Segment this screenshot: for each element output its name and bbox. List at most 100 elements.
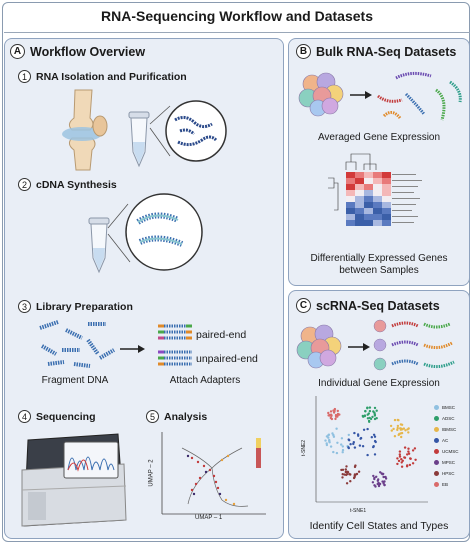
tsne-point [336, 441, 339, 444]
tsne-legend: BMSC ADSC IBMSC AC UCMSC MPSC HPSC EB [434, 402, 470, 490]
heatmap-cell [373, 220, 382, 226]
tsne-point [363, 414, 367, 417]
heatmap-cell [346, 184, 355, 190]
tsne-point [368, 420, 371, 423]
step-3: 3 Library Preparation [18, 300, 133, 313]
tsne-point [400, 431, 404, 435]
tsne-point [372, 433, 376, 436]
tsne-point [368, 409, 372, 413]
tsne-point [407, 450, 410, 453]
step-5: 5 Analysis [146, 410, 207, 423]
heatmap-cell [364, 202, 373, 208]
heatmap-cell [364, 172, 373, 178]
tsne-point [375, 409, 378, 412]
tsne-point [329, 445, 333, 448]
heatmap-cell [364, 220, 373, 226]
knee-joint-illustration [62, 89, 108, 171]
arrow-icon-b [350, 91, 372, 99]
tsne-point [328, 414, 331, 417]
heatmap-cell [346, 172, 355, 178]
tsne-point [329, 410, 333, 413]
heatmap-cell [355, 214, 364, 220]
tsne-point [390, 429, 393, 432]
tsne-point [347, 433, 350, 437]
legend-item: HPSC [434, 468, 470, 479]
tsne-point [382, 482, 385, 485]
adapter-strands-icon [158, 324, 192, 366]
tsne-point [340, 437, 344, 440]
tsne-point [373, 406, 377, 410]
tsne-point [396, 428, 399, 432]
heatmap-cell [355, 184, 364, 190]
tsne-point [396, 424, 400, 428]
tsne-point [357, 470, 361, 473]
heatmap-cell [373, 214, 382, 220]
tsne-point [413, 447, 417, 450]
legend-item: IBMSC [434, 424, 470, 435]
legend-label: BMSC [442, 405, 456, 410]
step-4: 4 Sequencing [18, 410, 96, 423]
cell-states-caption: Identify Cell States and Types [309, 520, 449, 532]
tsne-point [414, 458, 417, 461]
tsne-point [341, 445, 344, 448]
tsne-point [374, 485, 377, 488]
step-5-label: Analysis [164, 410, 208, 423]
legend-label: IBMSC [442, 427, 457, 432]
tsne-point [332, 409, 335, 412]
legend-label: EB [442, 482, 449, 487]
heatmap-cell [382, 184, 391, 190]
tsne-point [352, 476, 356, 480]
heatmap-cell [346, 208, 355, 214]
tsne-point [393, 418, 397, 422]
tsne-point [361, 414, 364, 418]
step-3-number: 3 [18, 300, 31, 313]
tsne-point [398, 453, 401, 456]
cell-cluster-icon [298, 72, 344, 117]
legend-item: ADSC [434, 413, 470, 424]
tsne-point [376, 482, 379, 486]
tsne-point [377, 484, 381, 488]
fragment-dna-caption: Fragment DNA [41, 375, 109, 386]
tsne-point [366, 453, 369, 457]
tsne-point [401, 428, 404, 431]
step-1-label: RNA Isolation and Purification [36, 70, 187, 83]
legend-swatch [434, 438, 439, 443]
heatmap-cell [355, 202, 364, 208]
dna-fragments-icon [39, 320, 115, 368]
tsne-point [396, 457, 399, 460]
tsne-point [409, 457, 412, 460]
heatmap-cell [346, 178, 355, 184]
legend-item: BMSC [434, 402, 470, 413]
tsne-point [335, 451, 339, 455]
cdna-zoom-circle [107, 193, 203, 271]
tsne-point [379, 471, 382, 474]
heatmap-cell [346, 202, 355, 208]
deg-caption-line1: Differentially Expressed Genes [310, 253, 448, 264]
heatmap-cell [382, 178, 391, 184]
tsne-point [362, 428, 366, 431]
legend-label: AC [442, 438, 449, 443]
tsne-point [340, 443, 343, 446]
heatmap-cell [355, 208, 364, 214]
heatmap-cell [355, 220, 364, 226]
heatmap-cell [373, 196, 382, 202]
legend-label: MPSC [442, 460, 456, 465]
tsne-point [329, 416, 332, 420]
tsne-point [406, 464, 409, 467]
tsne-point [408, 463, 412, 467]
tsne-point [353, 465, 357, 469]
tsne-point [366, 406, 369, 409]
tsne-point [352, 442, 355, 446]
tsne-point [349, 473, 352, 476]
step-3-label: Library Preparation [36, 300, 133, 313]
panel-a-heading: A Workflow Overview [10, 44, 145, 59]
tsne-point [368, 406, 372, 409]
step-5-number: 5 [146, 410, 159, 423]
tsne-point [341, 476, 344, 479]
tsne-point [373, 453, 377, 456]
tsne-point [364, 409, 367, 413]
tsne-point [372, 474, 375, 478]
heatmap-cell [382, 214, 391, 220]
tsne-point [373, 413, 376, 416]
arrow-icon [120, 345, 145, 353]
